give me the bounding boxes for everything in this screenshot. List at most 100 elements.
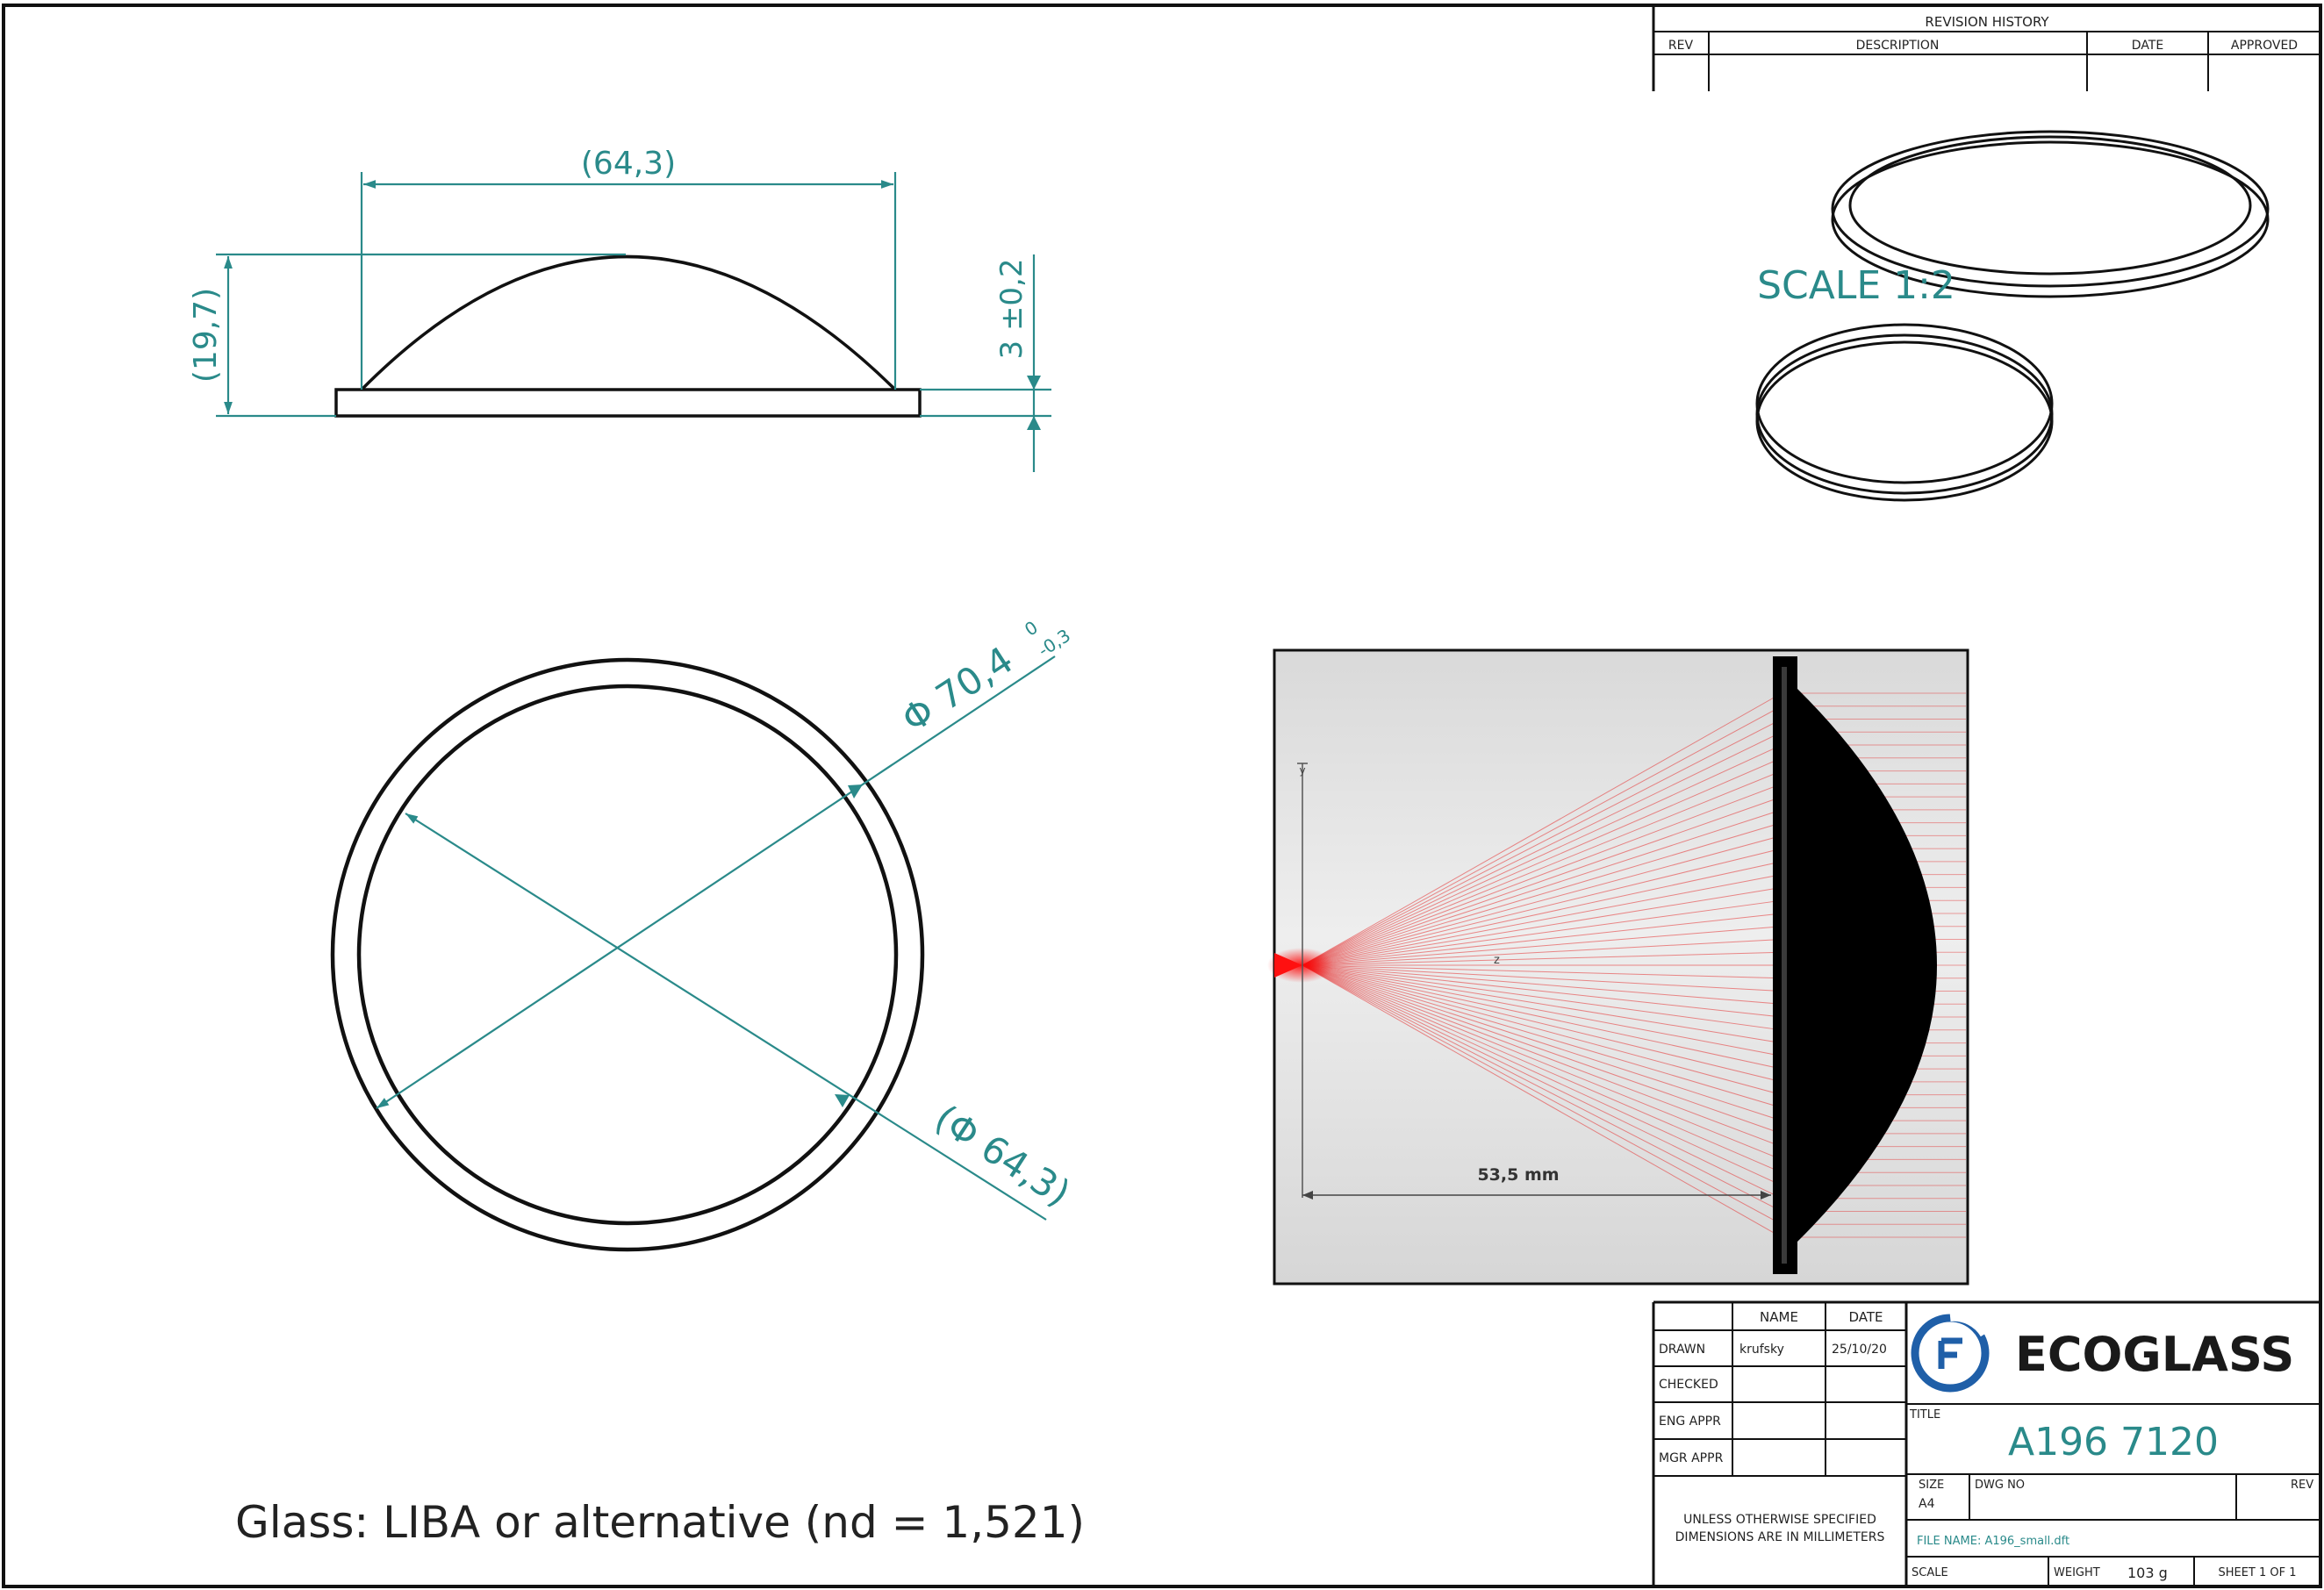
side-view: (64,3) (19,7) 3 ±0,2 — [188, 146, 1051, 472]
tb-tolerance-note-1: UNLESS OTHERWISE SPECIFIED — [1683, 1513, 1876, 1527]
ray-line — [1302, 964, 1782, 1044]
ray-line — [1302, 964, 1782, 979]
ray-line — [1302, 964, 1782, 1238]
ray-line — [1302, 874, 1782, 966]
title-block: NAME DATE DRAWN krufsky 25/10/20 CHECKED… — [1652, 1300, 2320, 1586]
ray-trace-lens — [1773, 656, 1937, 1274]
inner-circle — [356, 684, 899, 1226]
tb-size-label: SIZE — [1919, 1479, 1944, 1492]
approved-col-header: APPROVED — [2231, 39, 2298, 53]
ray-line — [1302, 964, 1782, 1135]
top-view: Φ 70,4 0 -0,3 (Φ 64,3) — [330, 617, 1079, 1252]
logo-text: ECOGLASS — [2015, 1327, 2294, 1382]
revision-history-title: REVISION HISTORY — [1925, 14, 2049, 30]
ray-line — [1302, 964, 1782, 1096]
ray-line — [1302, 964, 1782, 1018]
tb-rev-label: REV — [2291, 1479, 2313, 1492]
inner-diameter-dimension-line — [405, 813, 1047, 1221]
axis-z-label: z — [1494, 954, 1500, 967]
ray-line — [1302, 913, 1782, 966]
ray-line — [1302, 692, 1782, 966]
tb-dwgno-label: DWG NO — [1975, 1479, 2025, 1492]
ray-line — [1302, 731, 1782, 966]
tb-weight-label: WEIGHT — [2054, 1566, 2100, 1579]
iso-scale-label: SCALE 1:2 — [1757, 263, 1955, 308]
ray-trace-image: y z 53,5 mm — [1267, 648, 1969, 1286]
ray-line — [1302, 861, 1782, 966]
height-dimension-label: (19,7) — [188, 288, 224, 383]
ray-line — [1302, 964, 1782, 1148]
tb-file-name: FILE NAME: A196_small.dft — [1917, 1535, 2069, 1548]
ray-line — [1302, 964, 1782, 1056]
ray-line — [1302, 822, 1782, 966]
isometric-views: SCALE 1:2 — [1755, 130, 2270, 502]
description-col-header: DESCRIPTION — [1856, 39, 1940, 53]
tb-scale-label: SCALE — [1912, 1566, 1948, 1579]
tb-mgrappr-label: MGR APPR — [1659, 1451, 1724, 1465]
inner-diameter-callout: (Φ 64,3) — [928, 1096, 1079, 1214]
ray-line — [1302, 744, 1782, 966]
tb-size-value: A4 — [1919, 1497, 1935, 1511]
svg-text:Φ 70,4: Φ 70,4 — [894, 638, 1021, 741]
tb-checked-label: CHECKED — [1659, 1378, 1718, 1392]
ray-line — [1302, 886, 1782, 966]
glass-note: Glass: LIBA or alternative (nd = 1,521) — [235, 1497, 1085, 1548]
outer-diameter-dimension-line — [376, 655, 1056, 1109]
tb-sheet: SHEET 1 OF 1 — [2218, 1566, 2296, 1579]
ecoglass-logo: ECOGLASS — [1911, 1310, 2294, 1393]
sheet-border — [2, 4, 2322, 1588]
ray-line — [1302, 783, 1782, 966]
ray-line — [1302, 719, 1782, 966]
ray-line — [1302, 964, 1782, 1186]
axis-y-label: y — [1299, 764, 1305, 777]
iso-view-bottom — [1755, 323, 2054, 502]
revision-history-table: REVISION HISTORY REV DESCRIPTION DATE AP… — [1652, 5, 2320, 91]
ray-line — [1302, 848, 1782, 966]
tb-drawn-label: DRAWN — [1659, 1343, 1705, 1357]
ray-line — [1302, 964, 1782, 1005]
ray-line — [1302, 757, 1782, 966]
ray-line — [1302, 809, 1782, 966]
rev-col-header: REV — [1668, 39, 1694, 53]
outer-diameter-callout: Φ 70,4 0 -0,3 — [894, 617, 1074, 741]
tb-title: A196 7120 — [2008, 1420, 2219, 1465]
ray-line — [1302, 938, 1782, 966]
ray-line — [1302, 899, 1782, 966]
svg-text:0: 0 — [1021, 617, 1042, 641]
ray-line — [1302, 770, 1782, 966]
tb-tolerance-note-2: DIMENSIONS ARE IN MILLIMETERS — [1675, 1530, 1885, 1544]
ray-line — [1302, 964, 1782, 1160]
flange-thickness-label: 3 ±0,2 — [994, 259, 1029, 360]
tb-engappr-label: ENG APPR — [1659, 1415, 1721, 1429]
ray-line — [1302, 964, 1782, 1108]
ray-line — [1302, 951, 1782, 966]
svg-text:-0,3: -0,3 — [1034, 625, 1074, 661]
tb-title-label: TITLE — [1909, 1408, 1940, 1422]
ray-line — [1302, 964, 1782, 1173]
ray-line — [1302, 964, 1782, 1031]
iso-view-top — [1831, 130, 2270, 298]
ray-line — [1302, 964, 1782, 1121]
outer-circle — [330, 657, 925, 1252]
date-col-header: DATE — [2132, 39, 2163, 53]
tb-drawn-date: 25/10/20 — [1832, 1343, 1887, 1357]
width-dimension-label: (64,3) — [581, 146, 676, 182]
ray-line — [1302, 834, 1782, 966]
focal-spot — [1274, 953, 1302, 978]
ray-line — [1302, 964, 1782, 992]
tb-name-header: NAME — [1760, 1309, 1798, 1325]
ray-line — [1302, 964, 1782, 1212]
tb-weight-value: 103 g — [2127, 1565, 2168, 1581]
ray-line — [1302, 796, 1782, 966]
lens-flange-profile — [334, 388, 922, 418]
ray-line — [1302, 964, 1782, 1225]
ray-line — [1302, 926, 1782, 966]
ray-line — [1302, 964, 1782, 1200]
ray-line — [1302, 705, 1782, 966]
ray-line — [1302, 964, 1782, 1083]
tb-date-header: DATE — [1848, 1309, 1883, 1325]
ray-line — [1302, 964, 1782, 1070]
tb-drawn-name: krufsky — [1739, 1343, 1784, 1357]
focal-distance-label: 53,5 mm — [1477, 1165, 1559, 1185]
